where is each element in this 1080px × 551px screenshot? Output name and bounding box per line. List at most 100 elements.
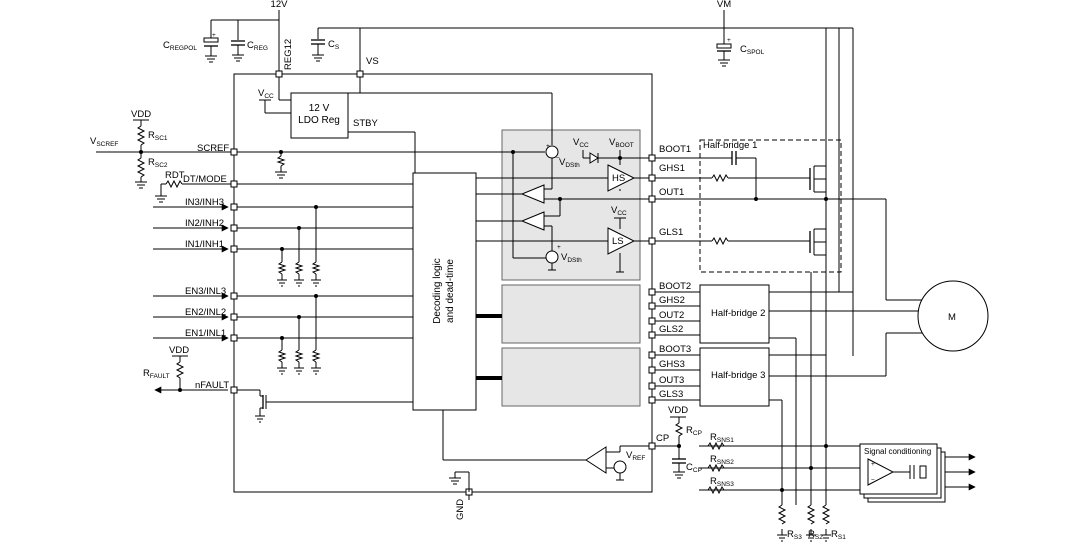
svg-text:+: + <box>727 37 731 44</box>
r-s3-label: RS3 <box>787 529 802 541</box>
pin-vs-label: VS <box>366 56 379 67</box>
vdsth-hs-label: VDSth <box>559 157 580 169</box>
phase2-gate-driver-area <box>501 284 641 344</box>
half-bridge-3-label: Half-bridge 3 <box>711 370 765 381</box>
ic-outline <box>233 73 653 493</box>
c-s-label: CS <box>328 39 340 51</box>
svg-text:−: − <box>871 477 875 484</box>
c-regpol-label: CREGPOL <box>163 40 197 52</box>
svg-text:+: + <box>546 143 550 150</box>
pin-gnd-label: GND <box>455 499 466 520</box>
pin-ghs2-label: GHS2 <box>659 295 685 306</box>
pin-out1 <box>648 195 656 203</box>
vds-comparator-ls <box>520 211 545 231</box>
vscref-label: VSCREF <box>90 136 118 148</box>
c-regpol-capacitor <box>203 37 219 43</box>
svg-text:−: − <box>556 155 560 162</box>
pin-cp <box>648 442 656 450</box>
rail-vm: VM <box>717 0 731 10</box>
r-s2-label: RS2 <box>808 529 823 541</box>
pin-scref-label: SCREF <box>197 143 229 154</box>
r-sc2-label: RSC2 <box>148 157 168 169</box>
r-sns2-label: RSNS2 <box>710 454 734 466</box>
c-cp-label: CCP <box>686 462 702 474</box>
r-s1-resistor <box>821 504 831 525</box>
svg-text:+: + <box>212 32 216 39</box>
vdd-fault-label: VDD <box>169 345 189 356</box>
pin-gls3-label: GLS3 <box>659 389 683 400</box>
pin-ghs1-label: GHS1 <box>659 163 685 174</box>
pin-cp-label: CP <box>656 433 669 444</box>
r-sc1-resistor <box>136 125 146 146</box>
signal-conditioning-label: Signal conditioning <box>864 447 931 456</box>
pin-en3-label: EN3/INL3 <box>185 286 226 297</box>
sc-opamp <box>867 458 895 486</box>
r-cp-resistor <box>674 422 684 437</box>
pin-en2 <box>230 313 238 321</box>
vboot-label: VBOOT <box>609 137 634 149</box>
pin-nfault-label: nFAULT <box>195 380 229 391</box>
boot-diode <box>589 152 599 164</box>
r-sns3-resistor <box>707 485 725 495</box>
pin-in1-label: IN1/INH1 <box>185 239 224 250</box>
pin-in2 <box>230 224 238 232</box>
r-sns1-resistor <box>707 441 725 451</box>
pin-gls2 <box>648 331 656 339</box>
decoding-logic-block <box>412 172 477 411</box>
pin-in3 <box>230 203 238 211</box>
r-sc1-label: RSC1 <box>148 130 168 142</box>
pin-scref <box>230 148 238 156</box>
decoding-deadtime-label: and dead-time <box>445 259 456 323</box>
pin-out3-label: OUT3 <box>659 375 684 386</box>
vdsth-ls-label: VDSth <box>561 252 582 264</box>
r-s2-resistor <box>806 504 816 525</box>
vcc-ldo-label: VCC <box>258 88 274 100</box>
pin-out2 <box>648 317 656 325</box>
pin-boot2-label: BOOT2 <box>659 281 691 292</box>
phase1-gate-driver-area <box>501 129 641 281</box>
half-bridge-2-label: Half-bridge 2 <box>711 308 765 319</box>
pin-out3 <box>648 382 656 390</box>
vcc-ls-label: VCC <box>611 205 627 217</box>
pin-boot3 <box>648 351 656 359</box>
half-bridge-1 <box>699 139 842 273</box>
ldo-label-1: 12 V <box>309 103 330 114</box>
pin-reg12-label: REG12 <box>283 39 294 70</box>
sc-filter-resistor <box>919 465 927 479</box>
pin-boot2 <box>648 288 656 296</box>
c-spol-capacitor <box>716 43 732 49</box>
vdd-cp-label: VDD <box>668 405 688 416</box>
vcc-hs-label: VCC <box>573 137 589 149</box>
motor-label: M <box>948 312 956 323</box>
pin-ghs3-label: GHS3 <box>659 359 685 370</box>
pin-ghs1 <box>648 174 656 182</box>
svg-text:+: + <box>871 461 875 468</box>
pin-boot1 <box>648 154 656 162</box>
vds-sum-ls <box>545 250 559 264</box>
pin-en2-label: EN2/INL2 <box>185 307 226 318</box>
ls-label: LS <box>612 236 624 247</box>
pin-en1-label: EN1/INL1 <box>185 328 226 339</box>
pin-en3 <box>230 292 238 300</box>
hs-label: HS <box>612 173 625 184</box>
vref-label: VREF <box>626 450 645 462</box>
r-s3-resistor <box>777 504 787 525</box>
vds-comparator-hs <box>520 184 545 204</box>
pin-dtmode-label: DT/MODE <box>183 174 227 185</box>
r-fault-resistor <box>175 361 185 379</box>
half-bridge-1-label: Half-bridge 1 <box>703 140 757 151</box>
pin-reg12 <box>275 70 283 78</box>
vref-source <box>613 460 627 474</box>
phase3-gate-driver-area <box>501 347 641 407</box>
pin-in3-label: IN3/INH3 <box>185 197 224 208</box>
r-sns2-resistor <box>707 463 725 473</box>
c-reg-label: CREG <box>247 40 268 52</box>
pin-gls1 <box>648 237 656 245</box>
c-spol-label: CSPOL <box>740 44 765 56</box>
half-bridge-3 <box>699 347 770 407</box>
ldo-label-2: LDO Reg <box>298 115 340 126</box>
rail-12v: 12V <box>271 0 289 10</box>
r-s1-label: RS1 <box>831 529 846 541</box>
